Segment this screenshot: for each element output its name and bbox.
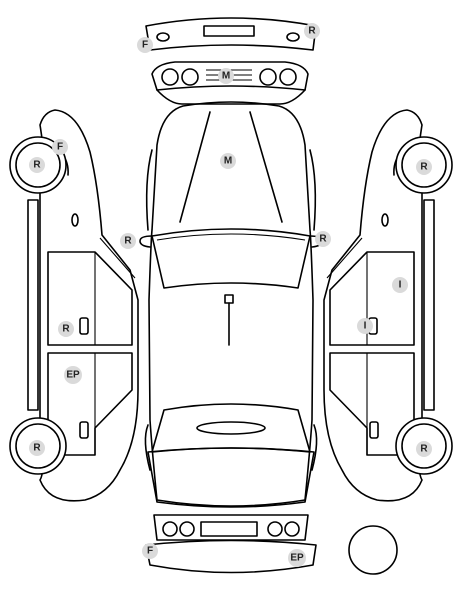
- rear-panel[interactable]: [153, 514, 309, 541]
- marker-front-bumper-right[interactable]: R: [304, 23, 320, 39]
- svg-text:F: F: [142, 40, 148, 51]
- marker-front-bumper-left[interactable]: F: [137, 37, 153, 53]
- marker-right-front-door[interactable]: I: [392, 277, 408, 293]
- svg-text:I: I: [399, 280, 402, 291]
- svg-text:M: M: [224, 156, 232, 167]
- spare-tire[interactable]: [348, 525, 398, 575]
- svg-text:R: R: [62, 324, 70, 335]
- marker-left-front-door[interactable]: R: [58, 321, 74, 337]
- svg-text:EP: EP: [66, 370, 80, 381]
- marker-left-rear-door[interactable]: EP: [64, 366, 82, 384]
- svg-text:R: R: [319, 234, 327, 245]
- svg-text:R: R: [420, 444, 428, 455]
- front-bumper[interactable]: [145, 17, 317, 51]
- marker-right-front-handle[interactable]: I: [357, 318, 373, 334]
- marker-hood[interactable]: M: [220, 153, 236, 169]
- svg-text:F: F: [57, 142, 63, 153]
- svg-text:I: I: [364, 321, 367, 332]
- marker-left-front-fender[interactable]: F: [52, 139, 68, 155]
- marker-left-rear-wheel[interactable]: R: [29, 440, 45, 456]
- marker-left-mirror[interactable]: R: [120, 233, 136, 249]
- left-mirror[interactable]: [139, 235, 153, 248]
- svg-text:R: R: [420, 162, 428, 173]
- svg-text:R: R: [124, 236, 132, 247]
- svg-text:R: R: [308, 26, 316, 37]
- front-grille[interactable]: [151, 61, 309, 105]
- marker-right-mirror[interactable]: R: [315, 231, 331, 247]
- car-body-top-view[interactable]: [144, 101, 318, 508]
- marker-grille[interactable]: M: [218, 68, 234, 84]
- marker-left-front-wheel[interactable]: R: [29, 157, 45, 173]
- svg-text:F: F: [147, 546, 153, 557]
- marker-right-rear-wheel[interactable]: R: [416, 441, 432, 457]
- marker-rear-bumper-left[interactable]: F: [142, 543, 158, 559]
- svg-text:EP: EP: [290, 553, 304, 564]
- rear-bumper[interactable]: [145, 539, 317, 574]
- right-side-body[interactable]: [323, 109, 435, 502]
- svg-text:M: M: [222, 71, 230, 82]
- svg-text:R: R: [33, 443, 41, 454]
- marker-rear-bumper-right[interactable]: EP: [288, 549, 306, 567]
- svg-text:R: R: [33, 160, 41, 171]
- marker-right-front-wheel[interactable]: R: [416, 159, 432, 175]
